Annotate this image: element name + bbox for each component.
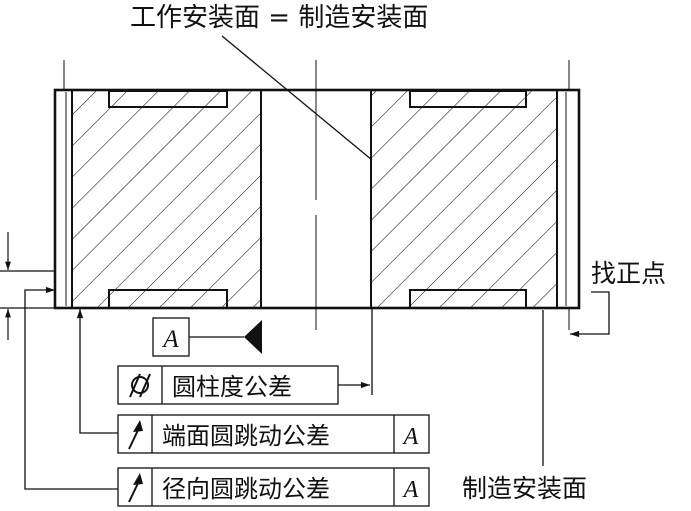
right-point-label: 找正点 xyxy=(591,259,666,288)
right-point-leader xyxy=(570,291,610,338)
datum-triangle xyxy=(244,320,262,354)
datum-a: A xyxy=(152,317,262,357)
center-lines xyxy=(63,60,570,330)
axial-runout-frame: 端面圆跳动公差 A xyxy=(117,414,430,454)
axial-runout-text: 端面圆跳动公差 xyxy=(162,422,330,450)
top-label: 工作安装面 = 制造安装面 xyxy=(130,3,428,33)
bottom-right-label: 制造安装面 xyxy=(462,474,587,503)
radial-runout-frame: 径向圆跳动公差 A xyxy=(117,467,430,507)
cylindricity-frame: 圆柱度公差 xyxy=(117,308,373,405)
part-section xyxy=(53,88,581,310)
left-hatch xyxy=(72,91,261,308)
cylindricity-icon xyxy=(129,373,151,398)
left-dimension xyxy=(0,232,118,490)
datum-letter: A xyxy=(161,326,179,353)
cylindricity-text: 圆柱度公差 xyxy=(172,373,292,401)
radial-runout-text: 径向圆跳动公差 xyxy=(162,475,330,503)
radial-runout-datum: A xyxy=(402,477,419,503)
axial-runout-datum: A xyxy=(402,424,419,450)
circular-runout-arrow-icon xyxy=(128,473,143,503)
right-hatch xyxy=(371,91,557,308)
circular-runout-arrow-icon xyxy=(128,420,143,450)
top-label-leader xyxy=(221,35,373,161)
outer-outline xyxy=(53,88,581,310)
